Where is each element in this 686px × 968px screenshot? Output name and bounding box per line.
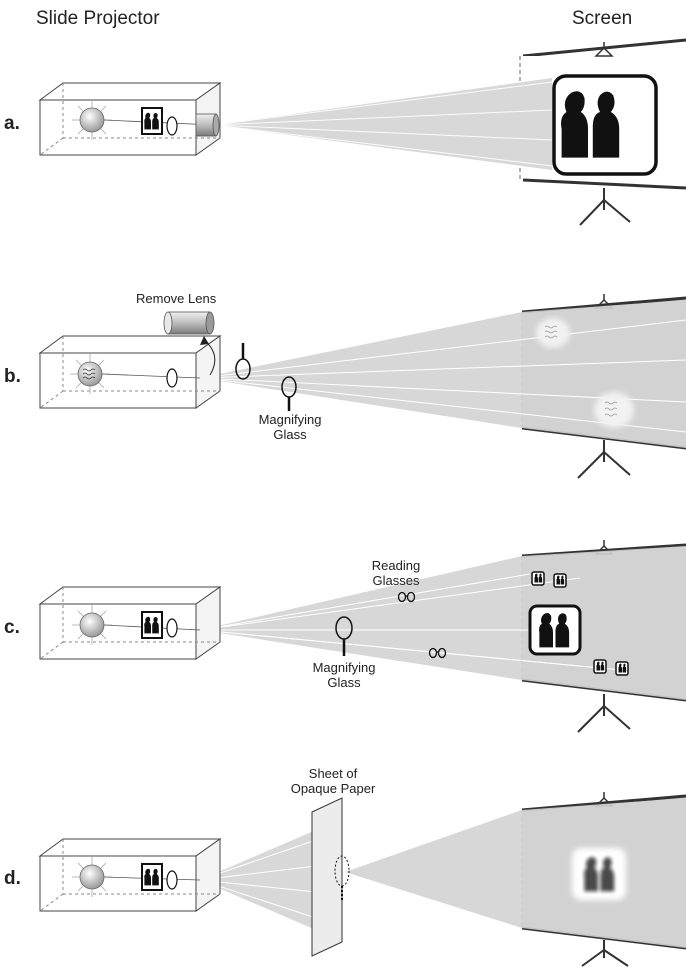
caption-reading-glasses: Reading Glasses [371,558,421,588]
blurred-spot [536,318,570,348]
bulb-icon [79,612,105,638]
light-beam [200,830,316,930]
panel-label-c: c. [4,617,20,638]
header-slide-projector: Slide Projector [36,8,160,29]
projected-image-blurred [572,848,626,900]
bulb-icon [79,107,105,133]
opaque-paper-sheet [311,797,350,957]
slide-projector [38,82,222,156]
reading-glasses-icon [397,591,416,603]
caption-opaque-paper: Sheet of Opaque Paper [290,766,376,796]
magnifying-glass-icon [235,343,251,380]
removed-lens-barrel [163,311,215,335]
bulb-icon [79,864,105,890]
panel-c [38,540,686,733]
lens-icon [166,870,178,890]
caption-magnifying-glass: Magnifying Glass [312,660,376,690]
light-beam [200,546,686,700]
panel-label-d: d. [4,868,21,889]
magnifying-glass-icon [335,616,353,656]
magnifying-glass-icon [281,376,297,411]
caption-magnifying-glass: Magnifying Glass [258,412,322,442]
lens-icon [166,618,178,638]
slide-projector [38,586,222,660]
caption-remove-lens: Remove Lens [136,291,217,306]
light-beam [345,798,686,948]
panel-a [38,38,686,226]
panel-label-a: a. [4,113,20,134]
lens-icon [166,368,178,388]
panel-label-b: b. [4,366,21,387]
lens-icon [166,116,178,136]
light-beam [214,78,552,170]
bulb-icon [77,361,103,387]
projected-image [528,604,582,656]
header-screen: Screen [572,8,633,29]
slide-projector [38,335,222,409]
slide-projector [38,838,222,912]
panel-d [38,792,686,967]
blurred-spot [594,392,634,428]
reading-glasses-icon [428,647,447,659]
panel-b [38,294,686,479]
small-projected-images [531,571,629,676]
